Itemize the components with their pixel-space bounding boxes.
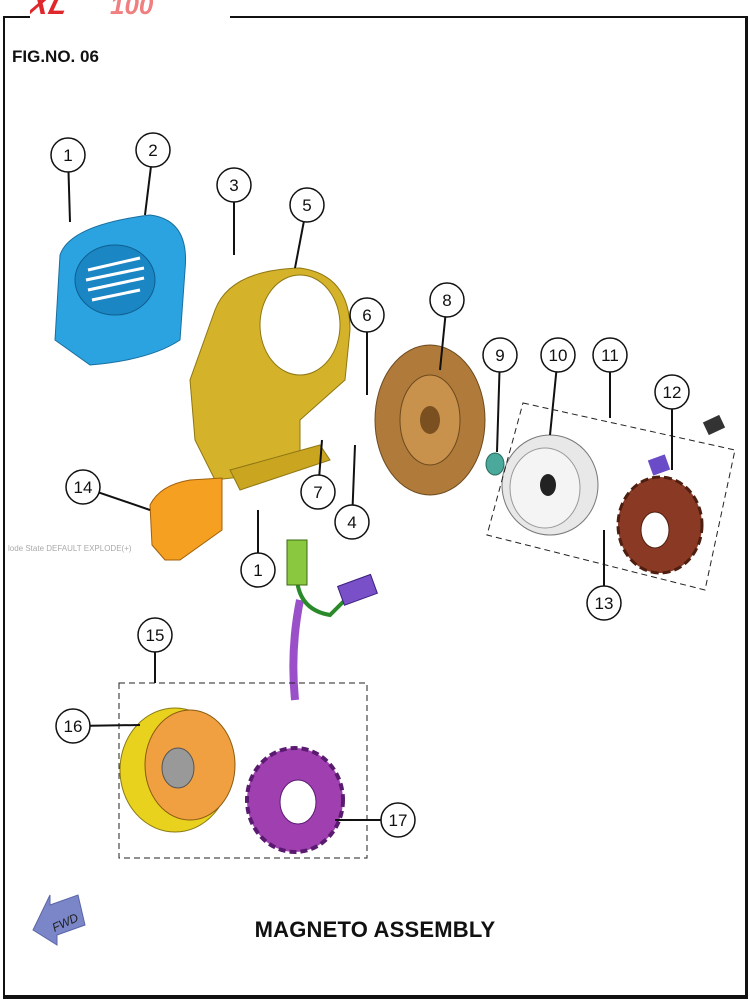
fan-cover-part: [54, 214, 187, 366]
callout-number: 2: [148, 141, 157, 160]
leader-line: [89, 724, 141, 727]
cooling-fan-part: [374, 344, 486, 496]
callout-9: 9: [482, 337, 518, 453]
callout-number: 3: [229, 176, 238, 195]
assembly-box-11: [486, 402, 736, 591]
callout-16: 16: [55, 708, 141, 744]
callout-5: 5: [289, 187, 325, 269]
flywheel-large-part: [119, 707, 236, 833]
callout-7: 7: [300, 439, 336, 510]
cover-part: [149, 477, 223, 561]
callout-number: 6: [362, 306, 371, 325]
callout-8: 8: [429, 282, 465, 371]
flywheel-small-part: [501, 434, 599, 536]
callout-12: 12: [654, 374, 690, 470]
diagram-frame: [3, 16, 748, 999]
callout-number: 11: [601, 346, 619, 365]
shroud-part: [189, 267, 351, 491]
leader-line: [351, 444, 356, 506]
callout-number: 8: [442, 291, 451, 310]
callout-13: 13: [586, 530, 622, 621]
leader-line: [144, 166, 152, 216]
callout-4: 4: [334, 444, 370, 540]
stator-large-part: [245, 539, 378, 854]
callout-number: 15: [146, 626, 165, 645]
leader-line: [439, 316, 447, 371]
svg-text:100: 100: [110, 0, 154, 18]
figure-number: FIG.NO. 06: [12, 47, 99, 66]
model-state-note: lode State DEFAULT EXPLODE(+): [8, 544, 132, 553]
svg-text:XL: XL: [30, 0, 72, 18]
callout-number: 1: [63, 146, 72, 165]
callout-number: 1: [253, 561, 262, 580]
callout-number: 7: [313, 483, 322, 502]
callout-6: 6: [349, 297, 385, 395]
callout-1: 1: [240, 510, 276, 588]
callout-number: 9: [495, 346, 504, 365]
callout-17: 17: [335, 802, 416, 838]
leader-line: [496, 371, 501, 453]
stator-small-part: [616, 414, 726, 575]
callout-number: 10: [549, 346, 568, 365]
leader-line: [549, 371, 558, 436]
callout-1: 1: [50, 137, 86, 223]
callout-number: 17: [389, 811, 408, 830]
callout-number: 14: [74, 478, 93, 497]
callout-number: 16: [64, 717, 83, 736]
assembly-box-15: [118, 682, 368, 859]
callout-15: 15: [137, 617, 173, 683]
leader-line: [318, 439, 323, 476]
callout-14: 14: [65, 469, 151, 511]
leader-line: [98, 491, 151, 511]
callout-11: 11: [592, 337, 628, 418]
callout-3: 3: [216, 167, 252, 255]
callout-number: 13: [595, 594, 614, 613]
callout-number: 4: [347, 513, 356, 532]
callout-2: 2: [135, 132, 171, 216]
assembly-title: MAGNETO ASSEMBLY: [254, 917, 496, 942]
leader-line: [67, 171, 71, 223]
callout-10: 10: [540, 337, 576, 436]
callout-number: 5: [302, 196, 311, 215]
nut-part: [485, 452, 505, 476]
xl100-logo: XL 100: [30, 0, 230, 18]
callout-number: 12: [663, 383, 682, 402]
leader-line: [294, 221, 305, 269]
